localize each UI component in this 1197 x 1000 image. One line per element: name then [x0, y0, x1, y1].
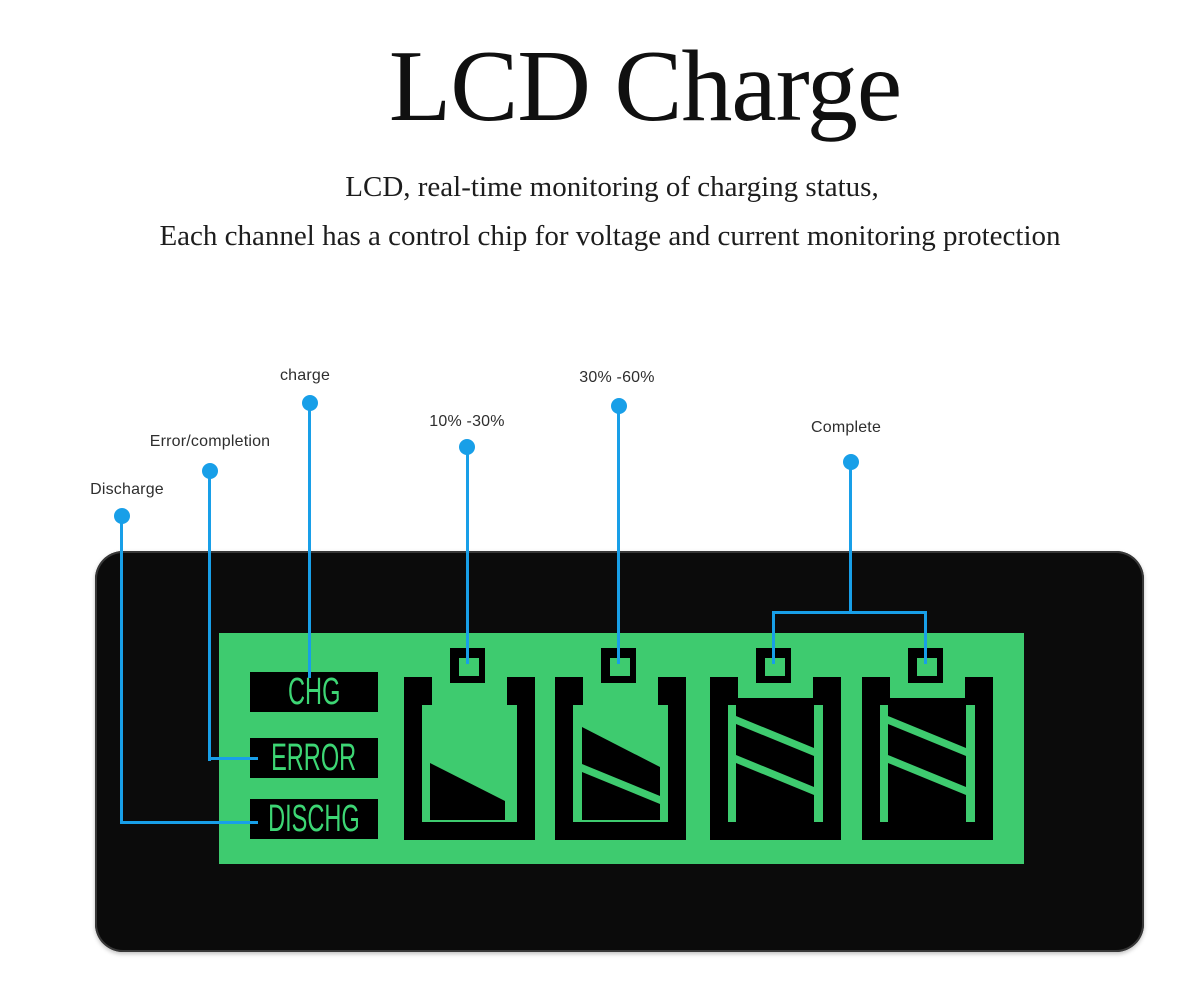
- annotation-charge-label: charge: [279, 367, 331, 384]
- lcd-indicator-error: ERROR: [250, 738, 378, 778]
- callout-line: [466, 447, 469, 664]
- callout-line: [772, 611, 775, 664]
- lcd-indicator-chg: CHG: [250, 672, 378, 712]
- callout-line: [849, 462, 852, 613]
- lcd-indicator-dischg: DISCHG: [250, 799, 378, 839]
- battery-level-low-icon: [404, 648, 535, 840]
- lcd-indicator-dischg-label: DISCHG: [268, 798, 360, 840]
- callout-dot: [302, 395, 318, 411]
- annotation-discharge-label: Discharge: [90, 481, 164, 498]
- callout-connector: [772, 611, 927, 614]
- lcd-indicator-error-label: ERROR: [271, 737, 357, 779]
- callout-dot: [202, 463, 218, 479]
- callout-line: [120, 821, 258, 824]
- annotation-10-30-label: 10% -30%: [429, 413, 505, 430]
- callout-dot: [843, 454, 859, 470]
- callout-dot: [459, 439, 475, 455]
- annotation-30-60-label: 30% -60%: [579, 369, 655, 386]
- annotation-error-label: Error/completion: [149, 433, 271, 450]
- subtitle-line-2: Each channel has a control chip for volt…: [159, 220, 1061, 252]
- battery-level-full-icon: [710, 648, 841, 840]
- callout-dot: [114, 508, 130, 524]
- callout-line: [120, 516, 123, 824]
- battery-level-mid-icon: [555, 648, 686, 840]
- callout-line: [308, 403, 311, 678]
- page-title: LCD Charge: [388, 30, 902, 143]
- callout-line: [208, 757, 258, 760]
- lcd-indicator-chg-label: CHG: [287, 671, 341, 713]
- callout-line: [924, 611, 927, 664]
- callout-dot: [611, 398, 627, 414]
- annotation-complete-label: Complete: [810, 419, 882, 436]
- callout-line: [208, 471, 211, 761]
- callout-line: [617, 406, 620, 664]
- battery-level-full-icon: [862, 648, 993, 840]
- subtitle-line-1: LCD, real-time monitoring of charging st…: [345, 171, 879, 203]
